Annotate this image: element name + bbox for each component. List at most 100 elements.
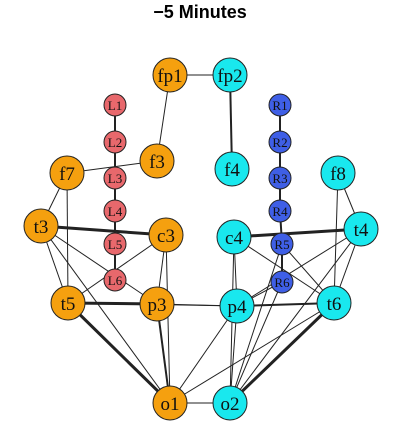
node-f4: f4 <box>214 151 250 187</box>
node-label-fp1: fp1 <box>157 66 182 87</box>
edge-c4-t6 <box>233 236 335 304</box>
node-t4: t4 <box>343 211 379 247</box>
node-t3: t3 <box>23 208 59 244</box>
node-label-t3: t3 <box>34 217 49 238</box>
node-circle-t3 <box>23 208 59 244</box>
node-c3: c3 <box>148 217 184 253</box>
node-circle-c4 <box>216 219 252 255</box>
node-p3: p3 <box>139 286 175 322</box>
node-circle-p4 <box>219 288 255 324</box>
node-circle-t5 <box>50 285 86 321</box>
node-f8: f8 <box>320 155 356 191</box>
node-circle-t4 <box>343 211 379 247</box>
node-circle-R1 <box>268 93 292 117</box>
node-L3: L3 <box>103 166 127 190</box>
node-t5: t5 <box>50 285 86 321</box>
node-label-R5: R5 <box>274 237 289 252</box>
edge-t4-o2 <box>229 228 362 404</box>
node-label-f4: f4 <box>224 160 240 181</box>
edge-t3-p3 <box>40 225 158 305</box>
node-R6: R6 <box>270 270 294 294</box>
node-circle-f4 <box>214 151 250 187</box>
node-label-f8: f8 <box>330 164 346 185</box>
node-label-f3: f3 <box>149 152 165 173</box>
edge-t3-c3 <box>40 224 167 237</box>
node-R2: R2 <box>268 130 292 154</box>
node-circle-f7 <box>49 155 85 191</box>
node-label-f7: f7 <box>59 164 75 185</box>
node-circle-L6 <box>103 268 127 292</box>
node-label-R3: R3 <box>272 171 287 186</box>
node-t6: t6 <box>316 285 352 321</box>
node-L2: L2 <box>103 130 127 154</box>
node-label-L2: L2 <box>108 135 122 150</box>
node-label-R6: R6 <box>274 275 290 290</box>
node-circle-L2 <box>103 130 127 154</box>
node-circle-c3 <box>148 217 184 253</box>
node-label-L6: L6 <box>108 273 123 288</box>
node-f3: f3 <box>139 143 175 179</box>
node-c4: c4 <box>216 219 252 255</box>
node-circle-o2 <box>212 385 248 421</box>
node-circle-L3 <box>103 166 127 190</box>
node-label-t4: t4 <box>354 220 369 241</box>
edge-t4-p4 <box>236 228 362 307</box>
node-label-R1: R1 <box>272 98 287 113</box>
node-layer: fp1 fp2 f7 f3 f4 f8 t3 c3 c4 t4 t5 p3 p4 t6 o1 o2 L1L2L3… <box>23 57 379 421</box>
edge-f8-t6 <box>333 172 339 304</box>
node-R4: R4 <box>268 199 292 223</box>
edge-t3-o1 <box>40 225 171 404</box>
node-L6: L6 <box>103 268 127 292</box>
node-circle-f3 <box>139 143 175 179</box>
node-circle-fp2 <box>212 57 248 93</box>
node-circle-L4 <box>103 199 127 223</box>
node-L4: L4 <box>103 199 127 223</box>
node-R5: R5 <box>270 232 294 256</box>
node-circle-R5 <box>270 232 294 256</box>
edge-t5-o1 <box>66 301 172 405</box>
chart-title: −5 Minutes <box>153 2 247 22</box>
node-circle-p3 <box>139 286 175 322</box>
edge-t6-o2 <box>228 301 336 405</box>
edge-layer <box>40 74 362 405</box>
edge-f7-t5 <box>66 172 69 304</box>
node-circle-R6 <box>270 270 294 294</box>
node-label-R4: R4 <box>272 204 288 219</box>
node-R1: R1 <box>268 93 292 117</box>
node-label-o2: o2 <box>221 394 240 415</box>
edge-R6-o2 <box>229 281 283 404</box>
node-label-c3: c3 <box>157 226 175 247</box>
edge-c4-t4 <box>233 227 362 239</box>
node-label-c4: c4 <box>225 228 243 249</box>
node-circle-R3 <box>268 166 292 190</box>
node-label-R2: R2 <box>272 135 287 150</box>
node-fp2: fp2 <box>212 57 248 93</box>
node-label-fp2: fp2 <box>217 66 242 87</box>
node-label-L3: L3 <box>108 171 122 186</box>
node-circle-fp1 <box>152 57 188 93</box>
node-p4: p4 <box>219 288 255 324</box>
node-circle-L1 <box>103 93 127 117</box>
node-circle-R2 <box>268 130 292 154</box>
node-label-L5: L5 <box>108 237 122 252</box>
edge-R5-o2 <box>229 243 283 404</box>
node-o2: o2 <box>212 385 248 421</box>
node-circle-t6 <box>316 285 352 321</box>
node-R3: R3 <box>268 166 292 190</box>
node-circle-f8 <box>320 155 356 191</box>
node-label-L1: L1 <box>108 98 122 113</box>
node-L1: L1 <box>103 93 127 117</box>
node-label-L4: L4 <box>108 204 123 219</box>
node-label-t6: t6 <box>327 294 342 315</box>
node-f7: f7 <box>49 155 85 191</box>
node-L5: L5 <box>103 232 127 256</box>
node-label-p3: p3 <box>148 295 167 316</box>
edge-p4-o1 <box>169 305 238 404</box>
node-fp1: fp1 <box>152 57 188 93</box>
node-label-o1: o1 <box>161 394 180 415</box>
node-circle-L5 <box>103 232 127 256</box>
edge-c3-o1 <box>165 234 171 404</box>
node-o1: o1 <box>152 385 188 421</box>
node-label-p4: p4 <box>228 297 248 318</box>
